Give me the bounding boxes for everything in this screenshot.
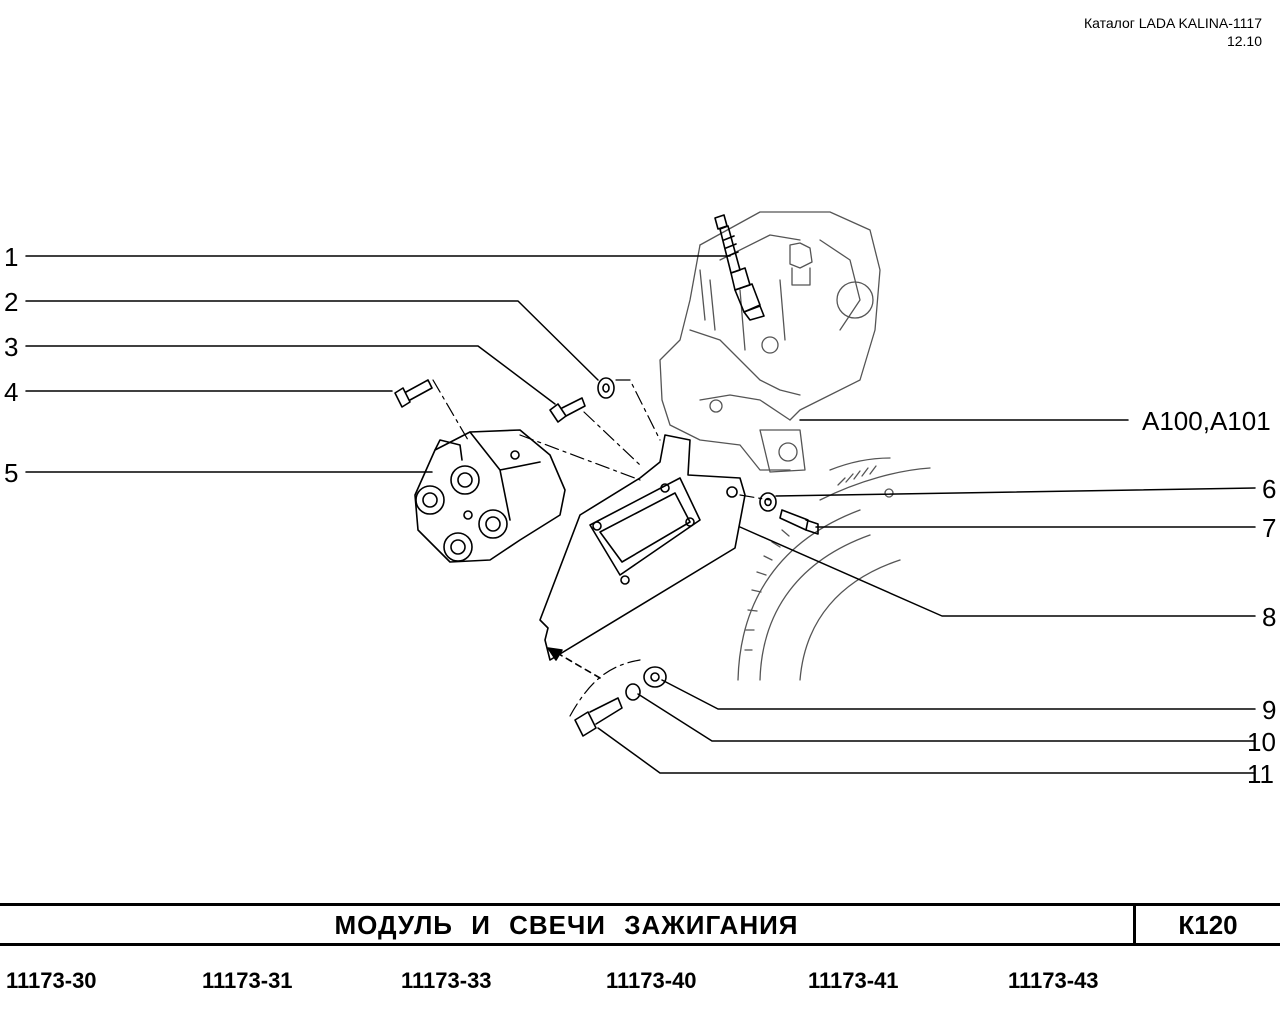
callout-7: 7 [1262,513,1277,543]
callout-4: 4 [4,377,19,407]
assembly-reference: A100,A101 [1142,406,1271,436]
callout-2: 2 [4,287,19,317]
callout-6: 6 [1262,474,1277,504]
model-code: 11173-40 [606,968,697,993]
model-code: 11173-30 [6,968,97,993]
callout-9: 9 [1262,695,1277,725]
leader-lines [25,255,1256,774]
assembly-lines [432,379,771,717]
callout-11: 11 [1247,759,1274,789]
callout-1: 1 [4,242,19,272]
model-code: 11173-33 [401,968,492,993]
fasteners-drawing [394,377,819,737]
callout-3: 3 [4,332,19,362]
bracket-drawing [539,434,746,661]
callout-10: 10 [1247,727,1276,757]
model-list: 11173-30 11173-31 11173-33 11173-40 1117… [0,968,1280,998]
ignition-module-drawing [414,429,566,563]
engine-block-drawing [659,211,931,681]
model-code: 11173-41 [808,968,899,993]
callout-5: 5 [4,458,19,488]
title-divider [1133,906,1136,943]
callout-8: 8 [1262,602,1277,632]
page-code: К120 [1178,910,1238,940]
title-bar: МОДУЛЬ И СВЕЧИ ЗАЖИГАНИЯ К120 [0,903,1280,946]
page-title: МОДУЛЬ И СВЕЧИ ЗАЖИГАНИЯ [334,910,799,940]
catalog-name: Каталог LADA KALINA-1117 [1083,15,1262,31]
catalog-date: 12.10 [1226,33,1262,49]
model-code: 11173-31 [202,968,293,993]
insertion-arrowhead [547,647,563,661]
catalog-header: Каталог LADA KALINA-1117 12.10 [1084,14,1262,50]
model-code: 11173-43 [1008,968,1099,993]
parts-diagram [25,211,1256,774]
spark-plug-drawing [714,214,765,321]
